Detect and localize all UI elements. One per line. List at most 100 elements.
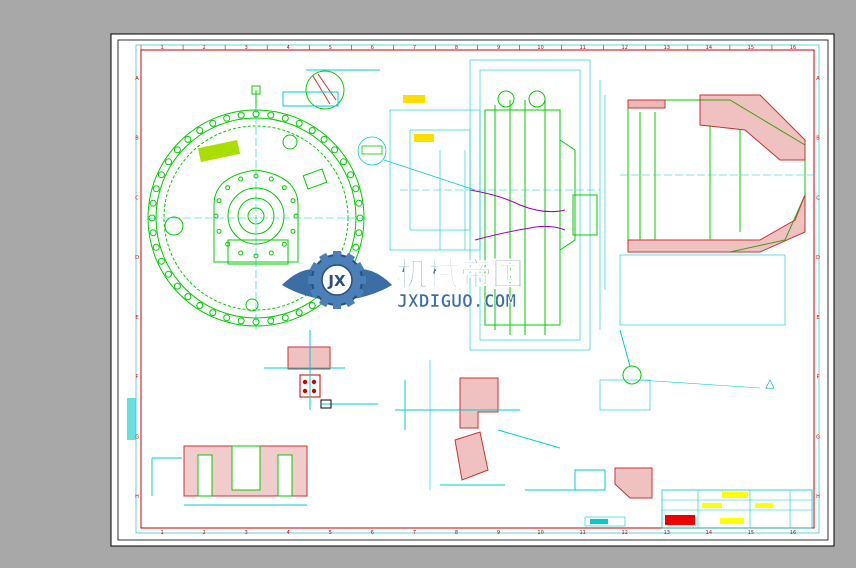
watermark-cn-text: 机械帝国 (396, 255, 524, 293)
grid-row-label-left: C (135, 195, 139, 201)
grid-column-label-top: 2 (203, 45, 206, 51)
bolt-hole (295, 119, 303, 127)
grid-row-label-left: F (136, 375, 139, 381)
sheet-outer-border (117, 39, 829, 541)
bolt-hole (152, 185, 160, 193)
bolt-hole (281, 314, 289, 322)
bolt-hole (281, 114, 289, 122)
layer-bar (127, 398, 136, 440)
grid-row-label-left: B (135, 136, 139, 142)
gear-wings-logo-icon: JX (282, 251, 392, 309)
hub-bolt-hole (281, 241, 287, 247)
bolt-hole (237, 111, 245, 119)
bolt-hole (267, 111, 275, 119)
front-view-disc (147, 85, 365, 330)
bolt-hole (209, 309, 217, 317)
triangle-symbol: △ (765, 376, 775, 390)
grid-column-label-top: 10 (537, 45, 543, 51)
grid-column-label-bottom: 3 (245, 530, 248, 536)
grid-column-label-top: 5 (329, 45, 332, 51)
bolt-hole (209, 119, 217, 127)
watermark-en-text: JXDIGUO.COM (397, 291, 516, 312)
detail-circle-small (357, 136, 476, 191)
grid-column-label-top: 12 (622, 45, 628, 51)
logo-letters: JX (327, 272, 346, 290)
grid-column-label-bottom: 14 (706, 530, 712, 536)
gear-tooth (308, 276, 315, 284)
bolt-hole (267, 317, 275, 325)
grid-column-label-top: 11 (579, 45, 585, 51)
bolt-hole (295, 309, 303, 317)
grid-row-label-right: D (816, 255, 820, 261)
bottom-left-section (151, 445, 308, 506)
bolt-hole (157, 257, 165, 265)
gear-tooth (333, 251, 341, 258)
bolt-hole (355, 199, 363, 207)
grid-column-label-bottom: 15 (748, 530, 754, 536)
gear-tooth (309, 287, 320, 298)
grid-column-label-top: 7 (413, 45, 416, 51)
grid-row-label-left: D (135, 255, 139, 261)
bolt-detail-section (264, 330, 378, 410)
shaft-detail-section (395, 360, 561, 490)
lower-right-detail (525, 467, 653, 499)
grid-row-label-right: H (816, 494, 820, 500)
bolt-hole (152, 243, 160, 251)
bolt-hole (223, 314, 231, 322)
grid-row-label-left: E (135, 315, 138, 321)
grid-column-label-top: 3 (245, 45, 248, 51)
gear-tooth (344, 252, 355, 263)
grid-row-label-right: G (816, 434, 820, 440)
grid-column-label-bottom: 10 (537, 530, 543, 536)
grid-column-label-top: 6 (371, 45, 374, 51)
bolt-hole (308, 302, 316, 309)
bolt-hole (347, 171, 355, 179)
bolt-hole (196, 302, 204, 309)
hub-bolt-hole (290, 228, 296, 234)
grid-column-label-top: 14 (706, 45, 712, 51)
hub-bolt-hole (238, 250, 244, 256)
grid-row-label-right: C (816, 195, 820, 201)
title-block (584, 489, 813, 529)
grid-column-label-bottom: 8 (455, 530, 458, 536)
bolt-hole (308, 127, 316, 134)
grid-column-label-top: 9 (497, 45, 500, 51)
hub-bolt-hole (268, 176, 274, 182)
grid-column-label-bottom: 12 (622, 530, 628, 536)
gear-tooth (359, 276, 366, 284)
grid-column-label-top: 13 (664, 45, 670, 51)
grid-row-label-right: E (816, 315, 819, 321)
gear-tooth (309, 262, 320, 273)
grid-column-label-bottom: 13 (664, 530, 670, 536)
grid-row-label-left: H (135, 494, 139, 500)
grid-row-label-right: B (816, 136, 820, 142)
grid-column-label-bottom: 7 (413, 530, 416, 536)
grid-column-label-top: 16 (790, 45, 796, 51)
right-section-view (604, 94, 815, 326)
grid-column-label-bottom: 6 (371, 530, 374, 536)
hub-bolt-hole (268, 250, 274, 256)
bolt-hole (173, 146, 181, 154)
grid-column-label-bottom: 11 (579, 530, 585, 536)
bolt-hole (196, 127, 204, 134)
bolt-hole (149, 229, 157, 237)
bolt-hole (149, 199, 157, 207)
grid-column-label-bottom: 2 (203, 530, 206, 536)
bolt-hole (352, 243, 360, 251)
bolt-hole (355, 229, 363, 237)
grid-row-label-right: A (816, 76, 820, 82)
bolt-hole (320, 135, 328, 143)
grid-row-label-left: A (135, 76, 139, 82)
disc-label-tag (197, 139, 241, 163)
bolt-hole (184, 293, 192, 301)
bolt-hole (352, 185, 360, 193)
grid-column-label-top: 8 (455, 45, 458, 51)
callout-label-1 (403, 95, 425, 103)
hub-bolt-hole (216, 198, 222, 204)
gear-tooth (319, 252, 330, 263)
bolt-hole (184, 135, 192, 143)
bolt-hole (157, 171, 165, 179)
